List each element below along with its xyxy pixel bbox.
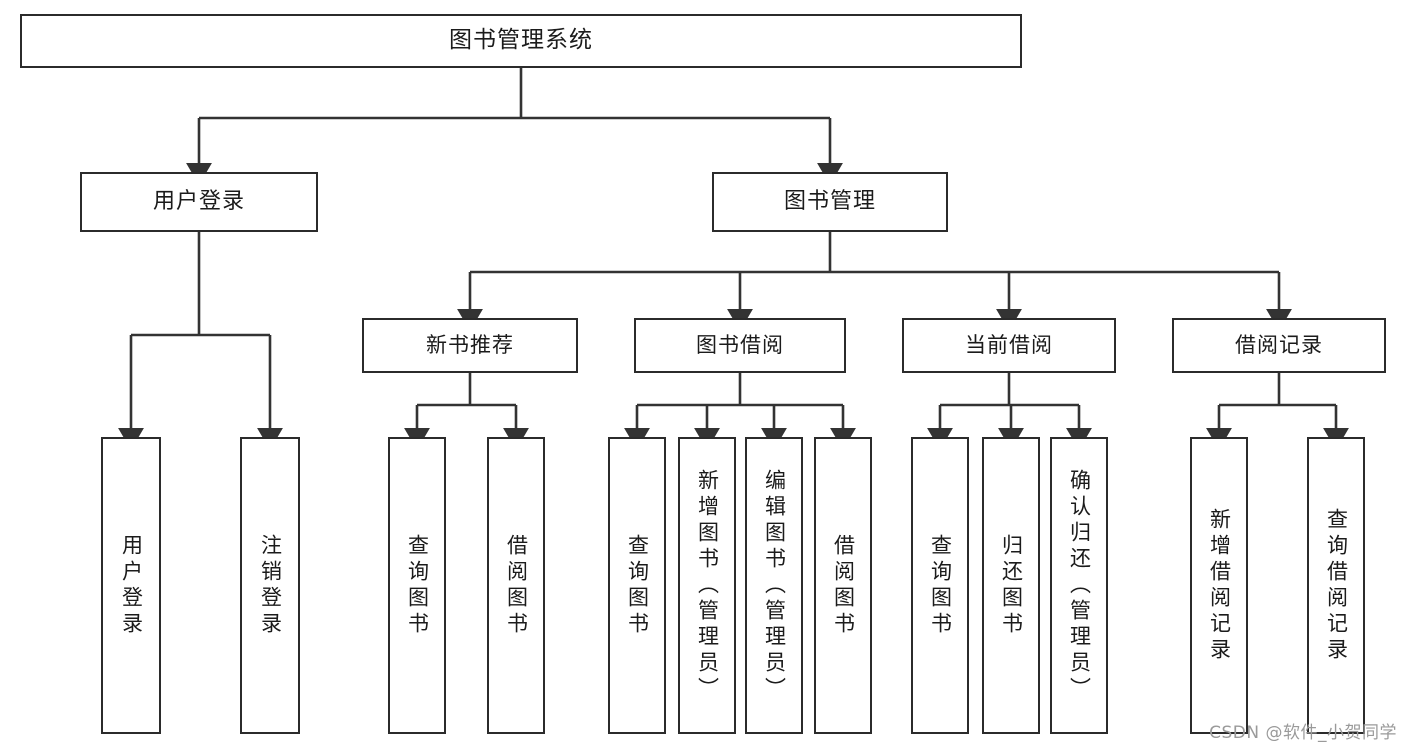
node-book-borrow[interactable]: 图书借阅 bbox=[634, 318, 846, 373]
leaf-node-label: 借阅图书 bbox=[831, 533, 856, 638]
leaf-node[interactable]: 查询借阅记录 bbox=[1307, 437, 1365, 734]
leaf-node[interactable]: 查询图书 bbox=[608, 437, 666, 734]
leaf-node[interactable]: 新增借阅记录 bbox=[1190, 437, 1248, 734]
leaf-node[interactable]: 借阅图书 bbox=[814, 437, 872, 734]
leaf-node-label: 查询借阅记录 bbox=[1324, 507, 1349, 664]
leaf-node[interactable]: 查询图书 bbox=[388, 437, 446, 734]
node-current-borrow-label: 当前借阅 bbox=[965, 332, 1053, 357]
leaf-node-label: 查询图书 bbox=[625, 533, 650, 638]
node-root-label: 图书管理系统 bbox=[449, 27, 593, 54]
node-root[interactable]: 图书管理系统 bbox=[20, 14, 1022, 68]
node-book-management[interactable]: 图书管理 bbox=[712, 172, 948, 232]
node-borrow-records-label: 借阅记录 bbox=[1235, 332, 1323, 357]
leaf-node[interactable]: 归还图书 bbox=[982, 437, 1040, 734]
leaf-node-label: 查询图书 bbox=[405, 533, 430, 638]
leaf-node-label: 新增图书（管理员） bbox=[695, 468, 720, 703]
leaf-node[interactable]: 用户登录 bbox=[101, 437, 161, 734]
leaf-node[interactable]: 注销登录 bbox=[240, 437, 300, 734]
csdn-watermark: CSDN @软件_小贺同学 bbox=[1209, 723, 1397, 743]
leaf-node-label: 归还图书 bbox=[999, 533, 1024, 638]
node-user-login-label: 用户登录 bbox=[152, 188, 245, 214]
leaf-node-label: 新增借阅记录 bbox=[1207, 507, 1232, 664]
node-user-login[interactable]: 用户登录 bbox=[80, 172, 318, 232]
leaf-node[interactable]: 查询图书 bbox=[911, 437, 969, 734]
leaf-node[interactable]: 确认归还（管理员） bbox=[1050, 437, 1108, 734]
leaf-node-label: 编辑图书（管理员） bbox=[762, 468, 787, 703]
node-borrow-records[interactable]: 借阅记录 bbox=[1172, 318, 1386, 373]
node-book-management-label: 图书管理 bbox=[783, 188, 876, 214]
leaf-node-label: 借阅图书 bbox=[504, 533, 529, 638]
leaf-node[interactable]: 编辑图书（管理员） bbox=[745, 437, 803, 734]
leaf-node-label: 确认归还（管理员） bbox=[1067, 468, 1092, 703]
leaf-node-label: 查询图书 bbox=[928, 533, 953, 638]
node-new-book-recommend[interactable]: 新书推荐 bbox=[362, 318, 578, 373]
node-current-borrow[interactable]: 当前借阅 bbox=[902, 318, 1116, 373]
leaf-node-label: 用户登录 bbox=[119, 533, 144, 638]
leaf-node[interactable]: 新增图书（管理员） bbox=[678, 437, 736, 734]
node-new-book-recommend-label: 新书推荐 bbox=[426, 332, 514, 357]
leaf-node[interactable]: 借阅图书 bbox=[487, 437, 545, 734]
leaf-node-label: 注销登录 bbox=[258, 533, 283, 638]
node-book-borrow-label: 图书借阅 bbox=[696, 332, 784, 357]
